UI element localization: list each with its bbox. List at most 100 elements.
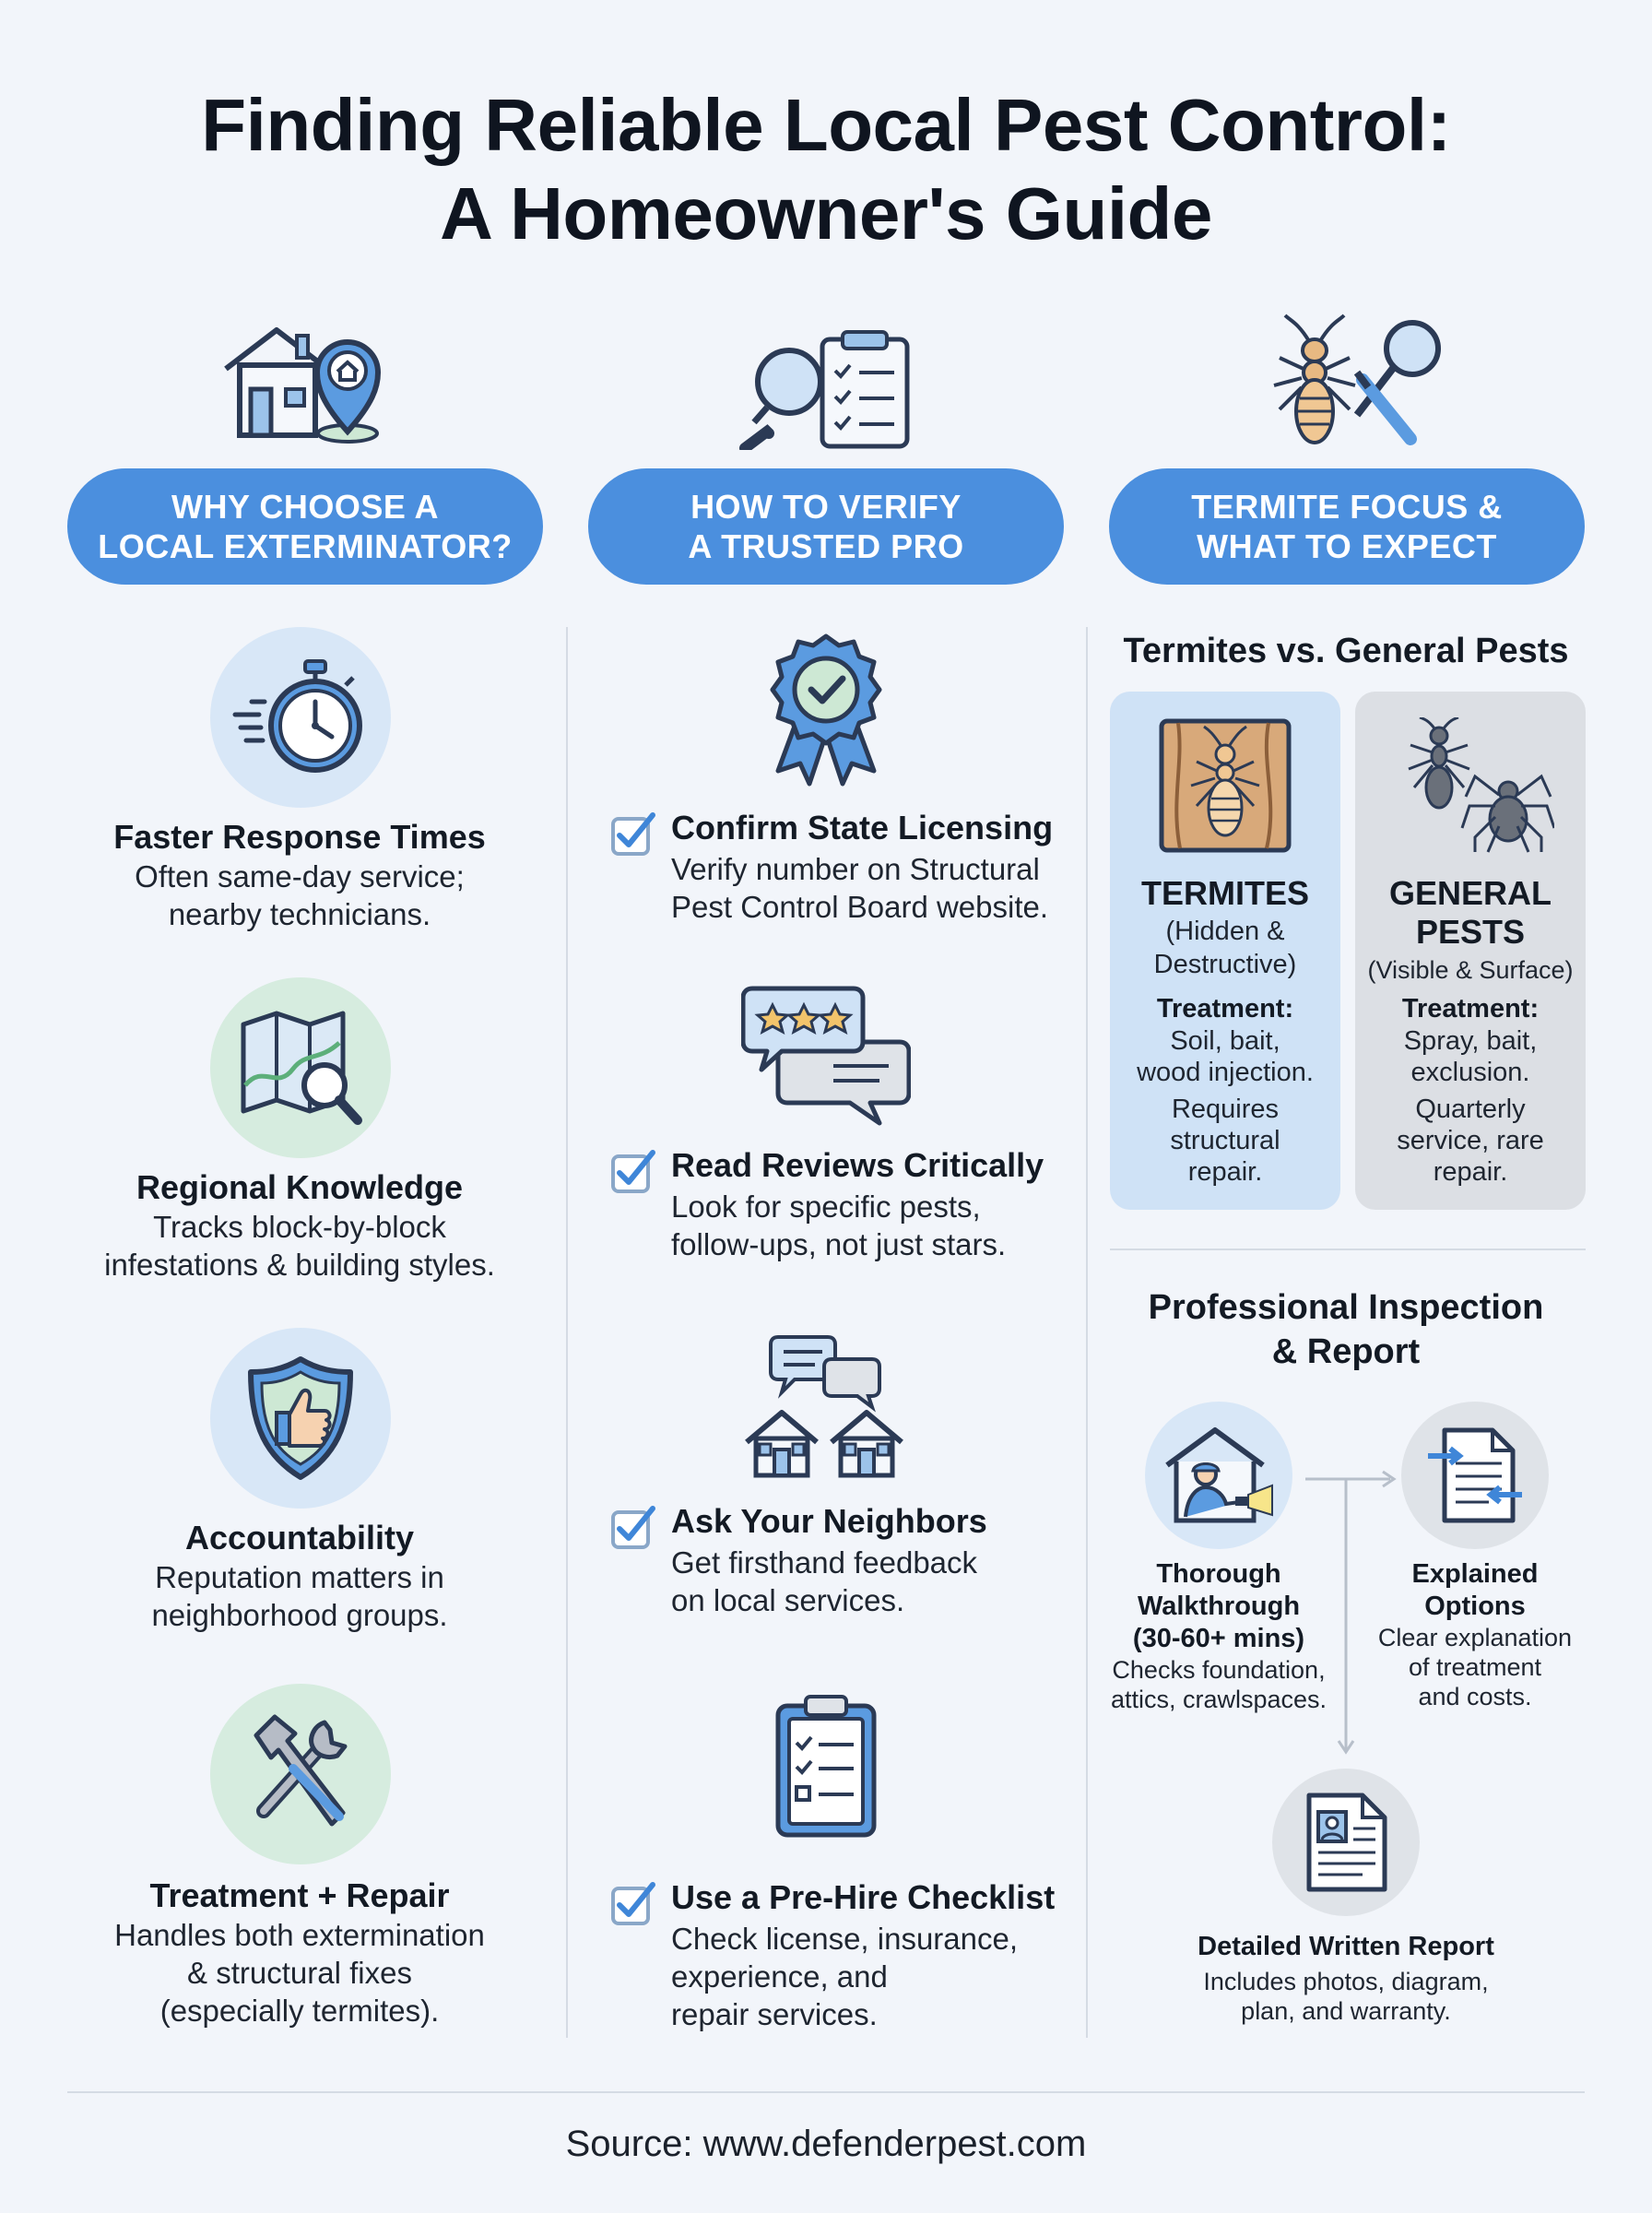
- general-pests-name: GENERAL: [1388, 874, 1552, 912]
- verify-desc-line: Look for specific pests,: [671, 1189, 981, 1224]
- feature-treatment-repair: Treatment + Repair Handles both extermin…: [55, 1876, 544, 2030]
- shield-thumbs-up-icon: [248, 1356, 353, 1480]
- verify-desc-line: repair services.: [671, 1997, 878, 2031]
- column-heading-line: A TRUSTED PRO: [688, 527, 964, 565]
- step-title: Thorough: [1156, 1559, 1281, 1589]
- column-heading-termite: TERMITE FOCUS & WHAT TO EXPECT: [1109, 468, 1585, 585]
- feature-desc: neighborhood groups.: [151, 1598, 448, 1632]
- feature-faster-response: Faster Response Times Often same-day ser…: [55, 817, 544, 933]
- feature-accountability: Accountability Reputation matters in nei…: [55, 1518, 544, 1634]
- column-heading-why-local: WHY CHOOSE A LOCAL EXTERMINATOR?: [67, 468, 543, 585]
- general-pests-card: GENERAL PESTS (Visible & Surface) Treatm…: [1355, 692, 1586, 1210]
- feature-desc: infestations & building styles.: [104, 1248, 495, 1282]
- feature-desc: Reputation matters in: [155, 1560, 444, 1594]
- termites-card: TERMITES (Hidden & Destructive) Treatmen…: [1110, 692, 1340, 1210]
- column-heading-line: LOCAL EXTERMINATOR?: [98, 527, 513, 565]
- termites-subtitle: (Hidden &: [1165, 917, 1285, 946]
- verify-desc: Verify number on Structural Pest Control…: [671, 850, 1095, 926]
- ant-spider-icon: [1408, 717, 1554, 853]
- step-title: Walkthrough: [1137, 1592, 1301, 1621]
- step-desc: of treatment: [1408, 1653, 1542, 1681]
- step-desc: Clear explanation: [1377, 1624, 1573, 1651]
- verify-title: Use a Pre-Hire Checklist: [671, 1878, 1056, 1916]
- inspector-house-icon: [1165, 1427, 1273, 1523]
- termites-treatment-line: Soil, bait,: [1170, 1026, 1280, 1056]
- icon-circle: [1145, 1402, 1292, 1549]
- neighbor-houses-icon: [745, 1335, 903, 1478]
- general-pests-subtitle: (Visible & Surface): [1367, 956, 1574, 984]
- feature-desc: nearby technicians.: [168, 897, 431, 931]
- icon-circle: [210, 1684, 391, 1864]
- flow-arrows: [1305, 1470, 1397, 1755]
- icon-circle: [1272, 1769, 1420, 1916]
- feature-desc: Tracks block-by-block: [153, 1210, 446, 1244]
- checkbox-checked-icon: [611, 1882, 655, 1925]
- column-divider: [1086, 627, 1088, 2038]
- verify-desc-line: Get firsthand feedback: [671, 1545, 978, 1580]
- feature-title: Accountability: [184, 1519, 415, 1556]
- verify-desc-line: Verify number on Structural: [671, 852, 1040, 886]
- feature-title: Regional Knowledge: [136, 1168, 464, 1206]
- icon-circle: [1401, 1402, 1549, 1549]
- column-heading-line: TERMITE FOCUS &: [1191, 488, 1503, 526]
- general-pests-treatment-line: Quarterly: [1415, 1095, 1526, 1124]
- page-title: Finding Reliable Local Pest Control: A H…: [0, 81, 1652, 258]
- hammer-wrench-icon: [254, 1714, 348, 1827]
- column-divider: [566, 627, 568, 2038]
- step-report: Detailed Written Report Includes photos,…: [1134, 1931, 1558, 2026]
- verify-desc: Look for specific pests, follow-ups, not…: [671, 1188, 1095, 1263]
- termites-treatment-line: repair.: [1187, 1157, 1263, 1187]
- termites-treatment-line: Requires: [1171, 1095, 1280, 1124]
- feature-desc: & structural fixes: [187, 1956, 412, 1990]
- magnifier-clipboard-icon: [739, 330, 910, 450]
- step-desc: Includes photos, diagram,: [1203, 1968, 1489, 1995]
- step-options: Explained Options Clear explanation of t…: [1355, 1558, 1595, 1711]
- termite-tools-icon: [1273, 314, 1441, 445]
- feature-title: Treatment + Repair: [149, 1876, 450, 1914]
- award-badge-icon: [770, 633, 882, 787]
- termites-treatment-line: wood injection.: [1137, 1058, 1314, 1087]
- feature-title: Faster Response Times: [113, 818, 486, 856]
- checkbox-checked-icon: [611, 1506, 655, 1549]
- comparison-heading: Termites vs. General Pests: [1123, 632, 1569, 670]
- title-line-2: A Homeowner's Guide: [440, 172, 1212, 254]
- step-desc: plan, and warranty.: [1241, 1997, 1451, 2025]
- general-pests-treatment-line: exclusion.: [1410, 1058, 1530, 1087]
- checklist-icon: [775, 1695, 877, 1838]
- general-pests-treatment-label: Treatment:: [1401, 994, 1540, 1024]
- step-desc: Checks foundation,: [1112, 1656, 1326, 1684]
- step-title: (30-60+ mins): [1132, 1624, 1305, 1653]
- inspection-heading: Professional Inspection & Report: [1097, 1285, 1595, 1374]
- feature-desc: Often same-day service;: [135, 859, 465, 893]
- icon-circle: [210, 977, 391, 1158]
- verify-desc-line: on local services.: [671, 1583, 905, 1617]
- icon-circle: [210, 627, 391, 808]
- footer-divider: [67, 2091, 1585, 2093]
- icon-circle: [210, 1328, 391, 1509]
- verify-desc-line: experience, and: [671, 1959, 888, 1994]
- column-heading-verify: HOW TO VERIFY A TRUSTED PRO: [588, 468, 1064, 585]
- review-bubbles-icon: [741, 986, 911, 1126]
- inspection-heading-line: & Report: [1271, 1332, 1421, 1371]
- verify-title: Ask Your Neighbors: [671, 1502, 987, 1540]
- title-line-1: Finding Reliable Local Pest Control:: [201, 84, 1451, 166]
- document-exchange-icon: [1428, 1427, 1522, 1523]
- verify-desc-line: follow-ups, not just stars.: [671, 1227, 1007, 1261]
- inspection-heading-line: Professional Inspection: [1148, 1288, 1544, 1327]
- termites-treatment-line: structural: [1170, 1126, 1280, 1155]
- checkbox-checked-icon: [611, 1150, 655, 1193]
- house-location-pin-icon: [224, 327, 382, 444]
- step-title: Options: [1424, 1592, 1526, 1621]
- general-pests-treatment-line: service, rare: [1397, 1126, 1544, 1155]
- written-report-icon: [1306, 1793, 1387, 1892]
- termites-subtitle: Destructive): [1153, 950, 1297, 979]
- verify-desc-line: Pest Control Board website.: [671, 890, 1049, 924]
- feature-regional-knowledge: Regional Knowledge Tracks block-by-block…: [55, 1167, 544, 1284]
- step-title: Explained: [1411, 1559, 1539, 1589]
- general-pests-treatment-line: Spray, bait,: [1403, 1026, 1538, 1056]
- feature-desc: (especially termites).: [159, 1994, 440, 2028]
- step-walkthrough: Thorough Walkthrough (30-60+ mins) Check…: [1090, 1558, 1348, 1714]
- column-heading-line: WHY CHOOSE A: [171, 488, 440, 526]
- feature-desc: Handles both extermination: [114, 1918, 485, 1952]
- general-pests-name: PESTS: [1415, 913, 1526, 951]
